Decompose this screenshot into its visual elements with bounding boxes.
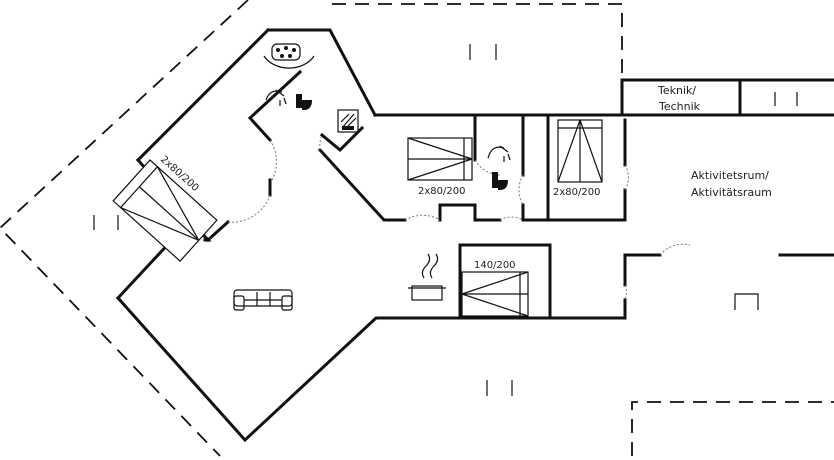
bed-double-label: 140/200 [474, 260, 516, 271]
shower-icon [487, 145, 511, 162]
shower-icon [265, 89, 287, 106]
bed-right [557, 119, 603, 183]
interior-walls [205, 69, 834, 320]
bed-middle [407, 137, 473, 181]
room-aktivitet-line2: Aktivitätsraum [691, 186, 772, 199]
window-marks [93, 44, 798, 396]
toilet-icon [296, 94, 312, 110]
bed-right-label: 2x80/200 [553, 187, 600, 198]
room-technik-line1: Teknik/ [657, 84, 696, 97]
bed-angled [112, 159, 218, 262]
exterior-walls [115, 27, 834, 443]
bed-double [461, 271, 529, 317]
stove-pot-icon [408, 253, 446, 301]
bed-middle-label: 2x80/200 [418, 186, 465, 197]
sofa-icon [233, 289, 293, 311]
room-aktivitet-line1: Aktivitetsrum/ [691, 169, 769, 182]
toilet-icon [492, 172, 508, 190]
room-technik-line2: Technik [658, 100, 701, 113]
sauna-icon [337, 109, 359, 133]
spa-icon [263, 43, 315, 69]
niche-symbol [734, 293, 759, 310]
